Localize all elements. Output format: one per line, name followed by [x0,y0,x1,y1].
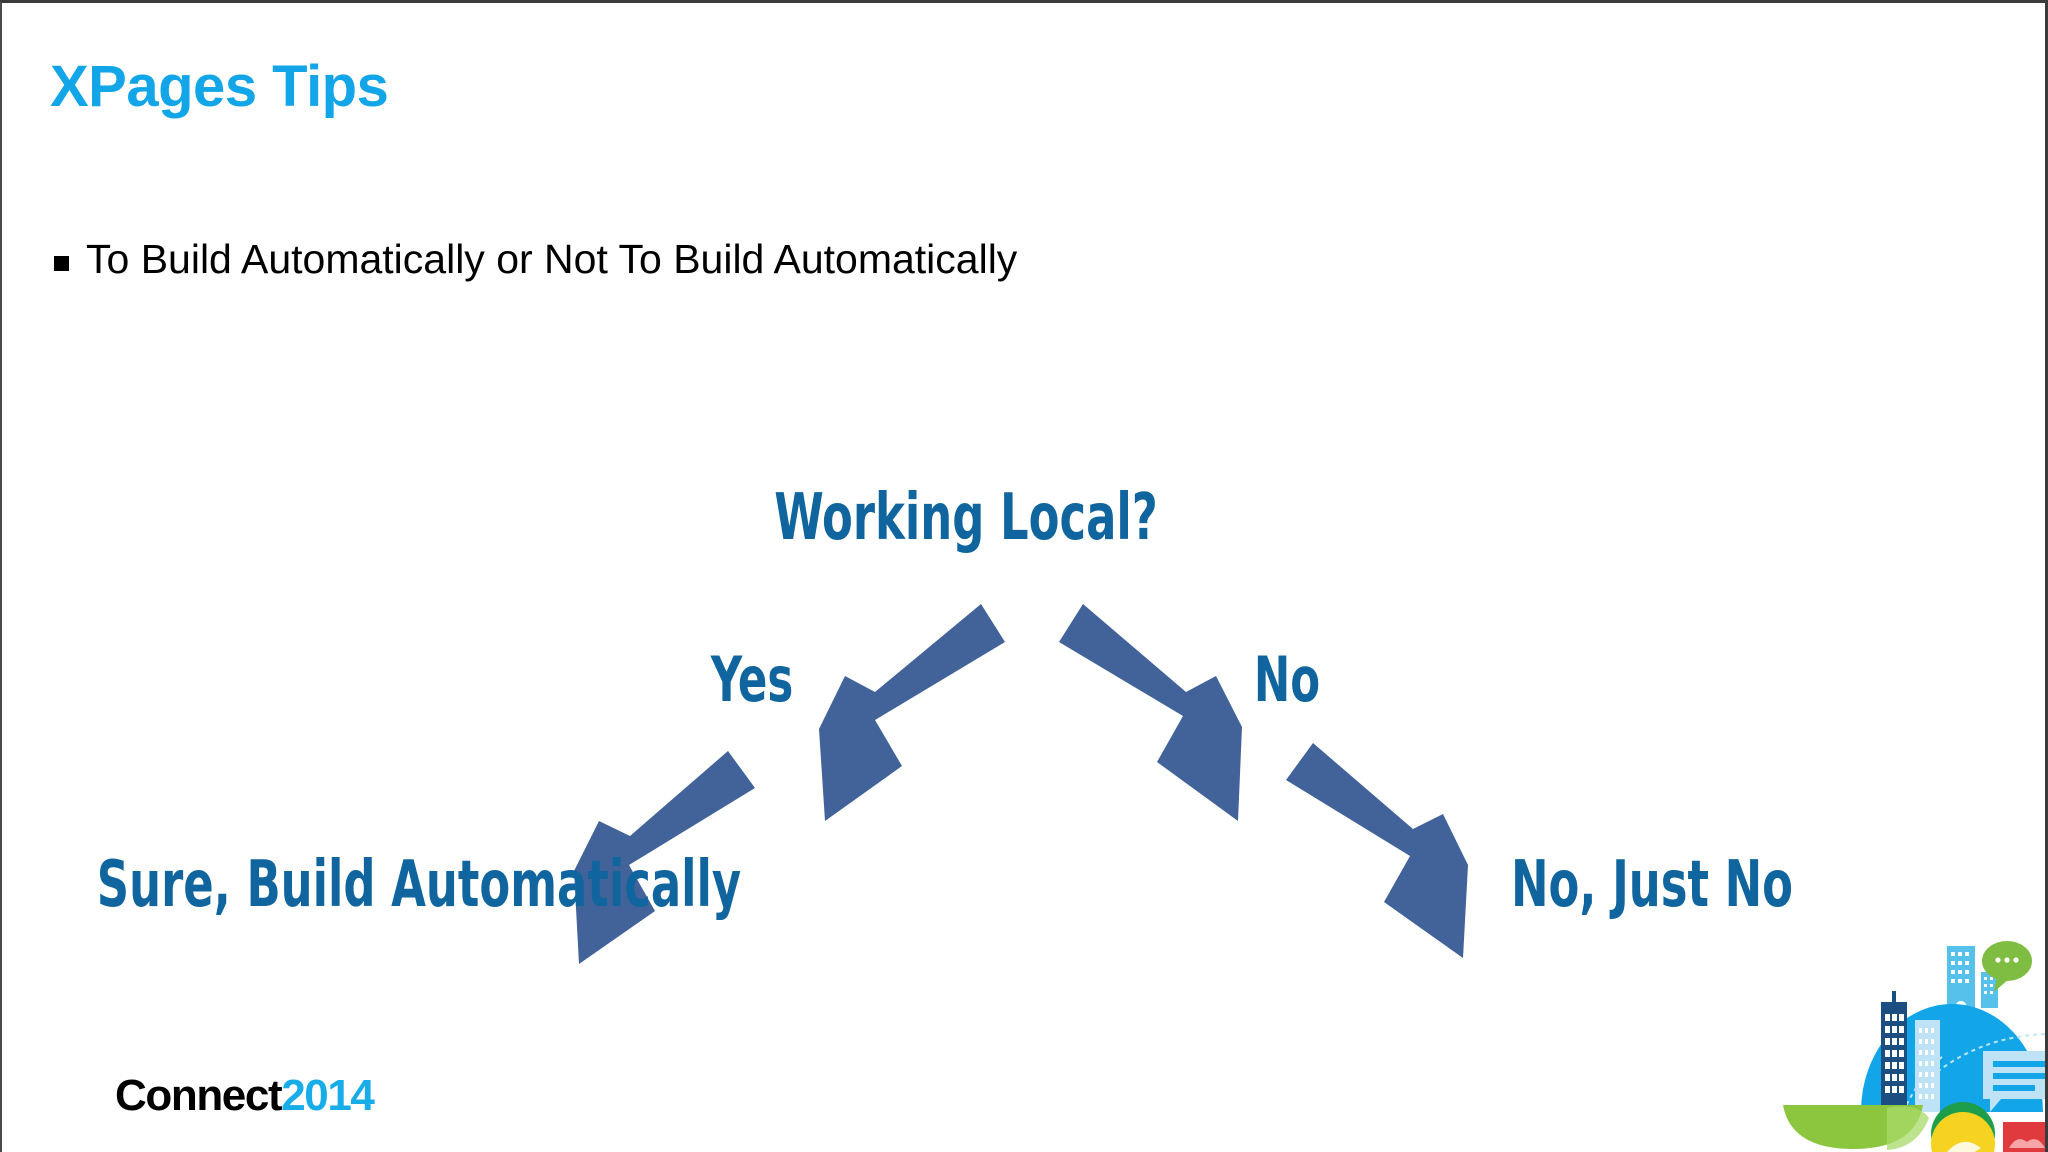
cup-red-icon [2003,1122,2045,1152]
circle-yellow-icon [1931,1112,1995,1152]
connect-logo-year: 2014 [281,1071,375,1120]
decision-tree-diagram [574,604,1468,964]
edge-label-no: No [1253,643,1321,716]
overlay-leaf-icon [1887,1106,1929,1150]
result-node-no: No, Just No [1510,848,1794,922]
page-title: XPages Tips [50,54,389,119]
connect-logo: Connect2014 [115,1071,375,1121]
speech-bubble-icon [1982,941,2032,992]
bullet-list-item: To Build Automatically or Not To Build A… [54,235,1017,283]
building-light-small-icon [1981,972,1998,1008]
bullet-item-label: To Build Automatically or Not To Build A… [86,236,1018,282]
square-bullet-icon [54,256,69,271]
building-light-tall-icon [1947,946,1975,1008]
connect-logo-word: Connect [115,1071,283,1120]
building-dark-tower-icon [1881,991,1907,1112]
message-card-icon [1983,1051,2045,1112]
building-pale-mid-icon [1915,1020,1940,1112]
connect-city-globe-artwork [1783,941,2045,1152]
result-node-yes: Sure, Build Automatically [96,848,742,922]
decision-node-root: Working Local? [774,481,1158,555]
edge-label-yes: Yes [710,643,794,716]
